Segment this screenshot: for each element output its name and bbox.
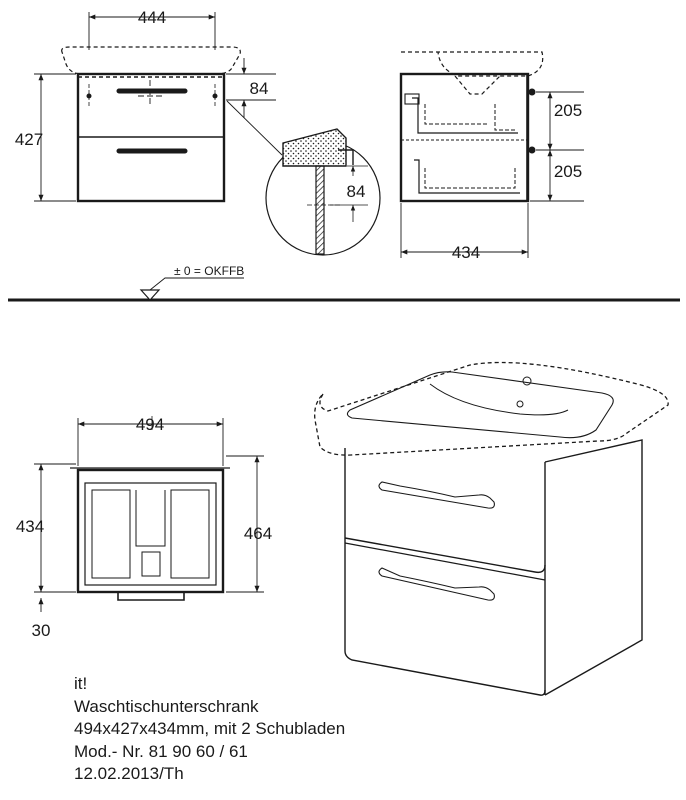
iso-bottom-edge bbox=[344, 650, 546, 696]
depth-label: 434 bbox=[452, 243, 480, 262]
plan-siphon-box bbox=[141, 551, 161, 577]
bottom-plan-view bbox=[34, 416, 264, 612]
basin-iso-bowl bbox=[429, 383, 569, 416]
lower-drawer-inner bbox=[424, 168, 516, 189]
caption-name: it! bbox=[74, 674, 88, 693]
lower-drawer-handle bbox=[116, 148, 188, 154]
countertop-section bbox=[282, 128, 347, 167]
lower-drawer-label: 205 bbox=[554, 162, 582, 181]
upper-drawer-box bbox=[412, 97, 518, 134]
plan-width-label: 494 bbox=[136, 415, 164, 434]
height-label: 427 bbox=[15, 130, 43, 149]
caption-model: Mod.- Nr. 81 90 60 / 61 bbox=[74, 741, 248, 761]
floor-reference-label: ± 0 = OKFFB bbox=[174, 264, 244, 278]
plan-left-height-label: 434 bbox=[16, 517, 44, 536]
iso-drawer-split bbox=[344, 542, 546, 581]
upper-drawer-label: 205 bbox=[554, 101, 582, 120]
plan-plinth bbox=[117, 592, 185, 601]
mount-point-lower bbox=[528, 146, 536, 154]
bracket bbox=[338, 149, 354, 165]
iso-upper-handle bbox=[378, 481, 495, 509]
tap-hole bbox=[522, 376, 532, 386]
iso-side-panel bbox=[544, 439, 643, 696]
plan-siphon-cutout bbox=[135, 490, 166, 547]
upper-drawer-handle bbox=[116, 88, 188, 94]
caption: it! Waschtischunterschrank 494x427x434mm… bbox=[74, 673, 494, 786]
basin-outline-dashed bbox=[61, 46, 241, 75]
plan-outer bbox=[76, 468, 225, 594]
detail-view bbox=[265, 128, 381, 256]
plan-right-compartment bbox=[170, 489, 210, 579]
upper-drawer-front bbox=[404, 93, 420, 105]
lower-drawer-box bbox=[414, 159, 520, 194]
plan-right-height-label: 464 bbox=[244, 524, 272, 543]
level-leader bbox=[149, 277, 244, 291]
basin-side-dashed bbox=[401, 51, 544, 77]
panel-section bbox=[315, 165, 325, 255]
basin-iso-rim bbox=[346, 371, 614, 439]
side-body bbox=[399, 72, 530, 203]
top-side-view bbox=[399, 51, 584, 258]
detail-offset-label: 84 bbox=[347, 182, 366, 201]
detail-leader bbox=[226, 100, 283, 156]
iso-upper-drawer bbox=[344, 537, 546, 574]
caption-dimensions: 494x427x434mm, mit 2 Schubladen bbox=[74, 719, 346, 738]
plan-base-label: 30 bbox=[32, 621, 51, 640]
isometric-view bbox=[314, 361, 669, 696]
drain-hole bbox=[516, 400, 524, 408]
width-label: 444 bbox=[138, 8, 166, 27]
floor-reference bbox=[8, 277, 680, 302]
top-front-view bbox=[34, 12, 283, 203]
basin-iso-outline bbox=[314, 361, 669, 456]
plan-inner bbox=[84, 482, 217, 586]
drain-dashed bbox=[454, 75, 501, 95]
mount-point-upper bbox=[528, 88, 536, 96]
upper-drawer-inner bbox=[424, 104, 515, 131]
caption-date: 12.02.2013/Th bbox=[74, 764, 184, 783]
caption-product: Waschtischunterschrank bbox=[74, 696, 259, 716]
plan-left-compartment bbox=[91, 489, 131, 579]
iso-lower-handle bbox=[378, 567, 495, 601]
offset-label: 84 bbox=[250, 79, 269, 98]
